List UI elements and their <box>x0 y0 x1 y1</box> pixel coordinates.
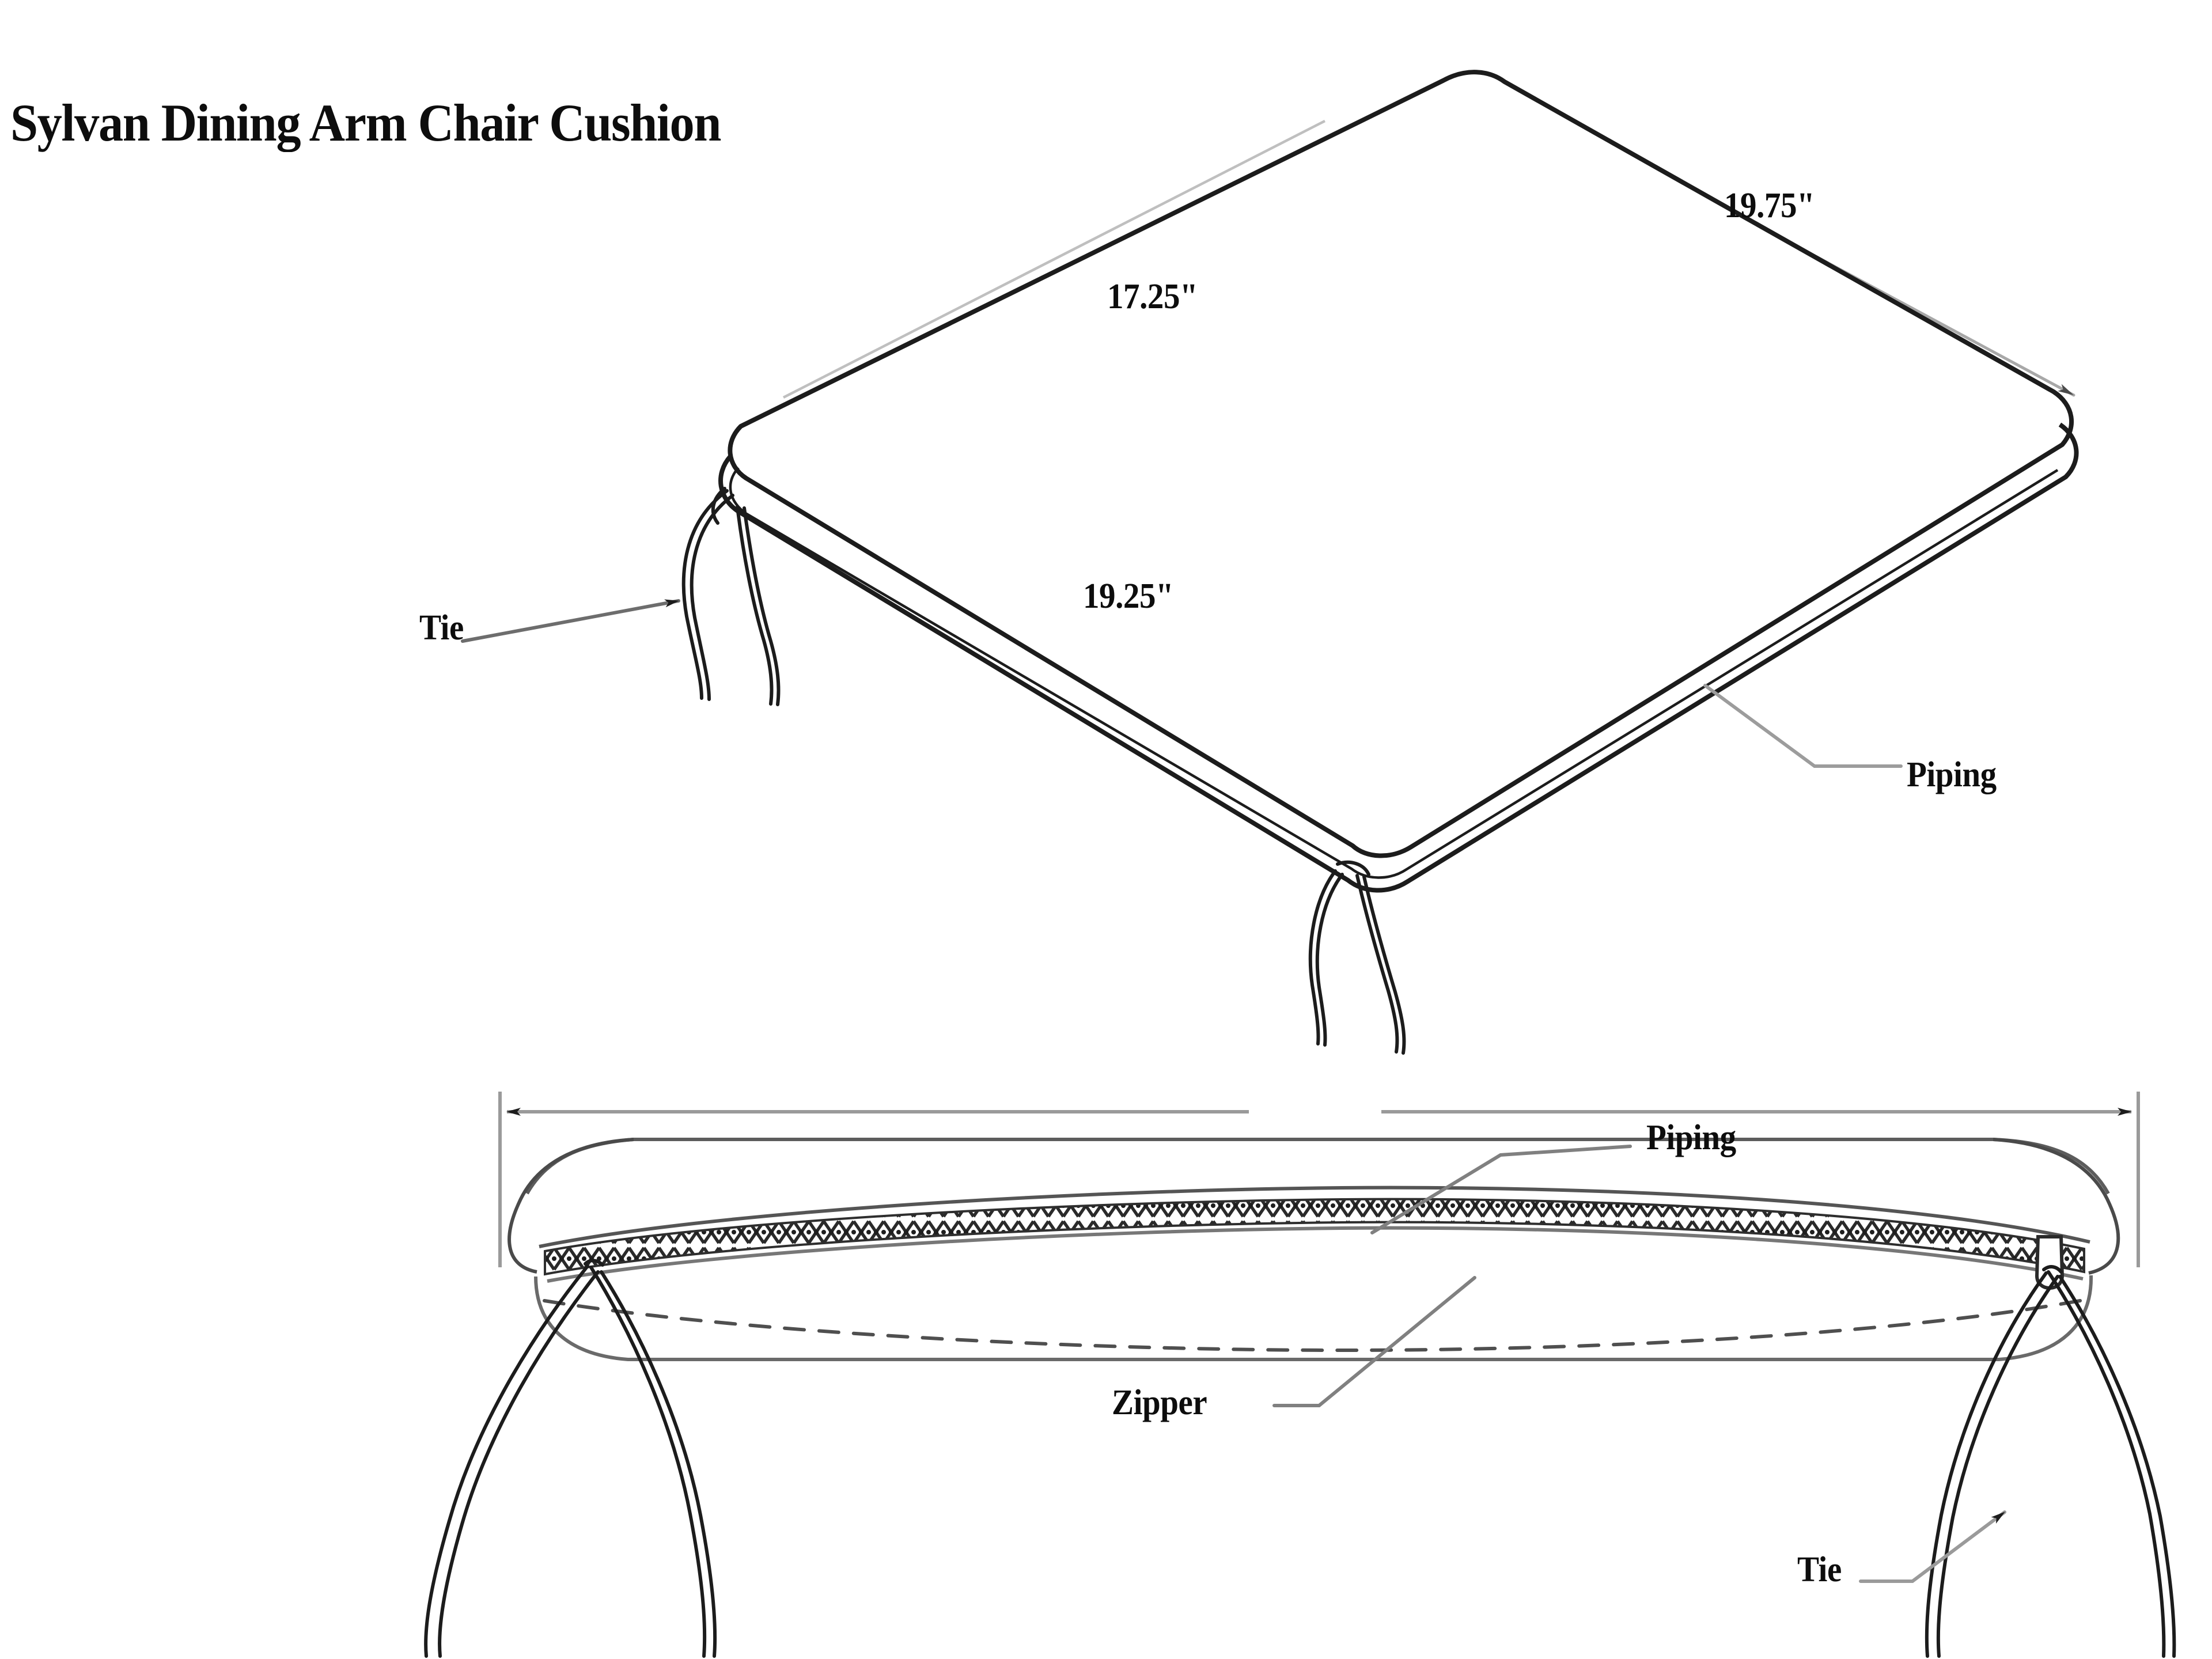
side-view-group <box>424 1092 2176 1658</box>
cushion-side-right-end <box>1993 1138 2120 1275</box>
hidden-seam-dashed-line <box>543 1298 2088 1353</box>
cushion-side-top-surface <box>525 1138 2110 1195</box>
cushion-top-face <box>728 70 2074 858</box>
tie-callout-leader-side <box>1859 1510 2006 1583</box>
piping-callout-leader-side <box>1370 1145 1632 1234</box>
dimension-label-width-right: 19.75" <box>1724 186 1815 225</box>
zipper-teeth-band <box>544 1198 2085 1276</box>
cushion-piping-edge <box>718 422 2079 893</box>
callout-label-tie-side-view: Tie <box>1797 1550 1842 1589</box>
dimension-label-depth-left: 17.25" <box>1107 277 1198 316</box>
piping-callout-leader-top <box>1703 684 1903 768</box>
callout-label-piping-side-view: Piping <box>1646 1118 1736 1157</box>
tie-strings-bottom-corner <box>1308 860 1406 1055</box>
dimension-label-depth-front: 19.25" <box>1083 577 1174 616</box>
ribbon-tie-left <box>424 1259 717 1658</box>
tie-callout-leader-top <box>461 599 680 643</box>
cushion-piping-cord <box>729 467 2059 879</box>
callout-label-tie-top-view: Tie <box>419 608 464 647</box>
page-title: Sylvan Dining Arm Chair Cushion <box>10 93 721 152</box>
ribbon-tie-right <box>1925 1265 2176 1658</box>
side-view-overall-dimension <box>498 1092 2140 1267</box>
zipper-callout-leader-side <box>1272 1276 1476 1407</box>
cushion-side-bottom-panel <box>534 1275 2093 1361</box>
cushion-side-left-end <box>507 1138 634 1274</box>
callout-label-piping-top-view: Piping <box>1907 755 1997 794</box>
zipper-tape-lower <box>547 1226 2084 1283</box>
callout-label-zipper-side-view: Zipper <box>1112 1383 1207 1422</box>
top-view-group <box>461 70 2079 1055</box>
cushion-side-piping-seam <box>539 1185 2090 1248</box>
tie-strings-left-corner <box>681 487 781 706</box>
